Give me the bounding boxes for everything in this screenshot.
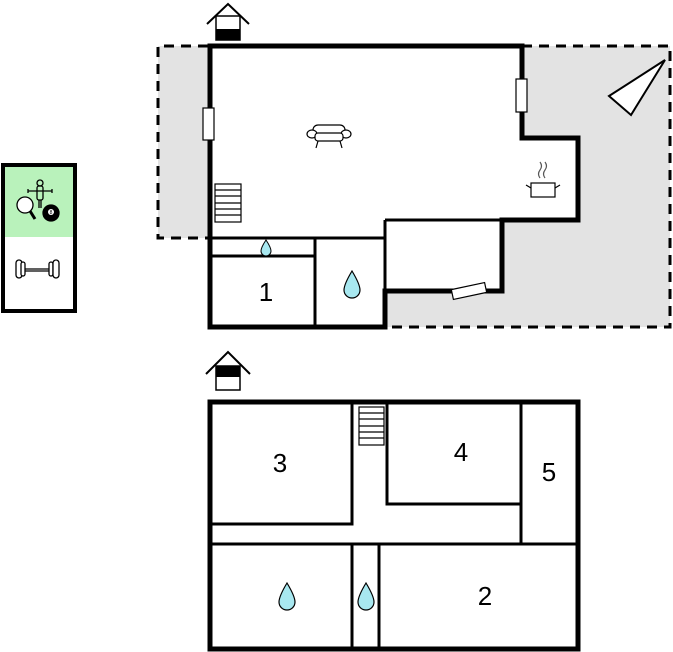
svg-text:8: 8 [50, 210, 53, 216]
terrace-left [158, 46, 210, 238]
sofa-icon [306, 124, 352, 149]
stairs-icon [358, 406, 385, 446]
room-label-2: 2 [478, 581, 492, 611]
water-drop-icon [260, 239, 272, 257]
house-entrance-icon [205, 350, 251, 391]
upper-floor: 1 [156, 2, 672, 330]
water-drop-icon [278, 581, 296, 611]
window [515, 78, 528, 113]
room-label-5: 5 [542, 457, 556, 487]
terrace-right [385, 46, 670, 327]
lower-floor: 3 4 5 2 [205, 350, 581, 652]
dumbbell-icon [15, 259, 60, 279]
amenities-legend: 8 [1, 163, 77, 313]
room-label-1: 1 [259, 277, 273, 307]
window [450, 281, 488, 301]
sun-parasol-icon [607, 59, 666, 117]
games-icon: 8 [16, 179, 60, 222]
room-label-4: 4 [454, 437, 468, 467]
water-drop-icon [357, 581, 375, 611]
room-label-3: 3 [273, 448, 287, 478]
house-entrance-icon [206, 2, 250, 41]
window [202, 107, 215, 141]
cooking-pot-icon [525, 161, 561, 198]
water-drop-icon [343, 269, 361, 299]
stairs-icon [214, 183, 242, 223]
